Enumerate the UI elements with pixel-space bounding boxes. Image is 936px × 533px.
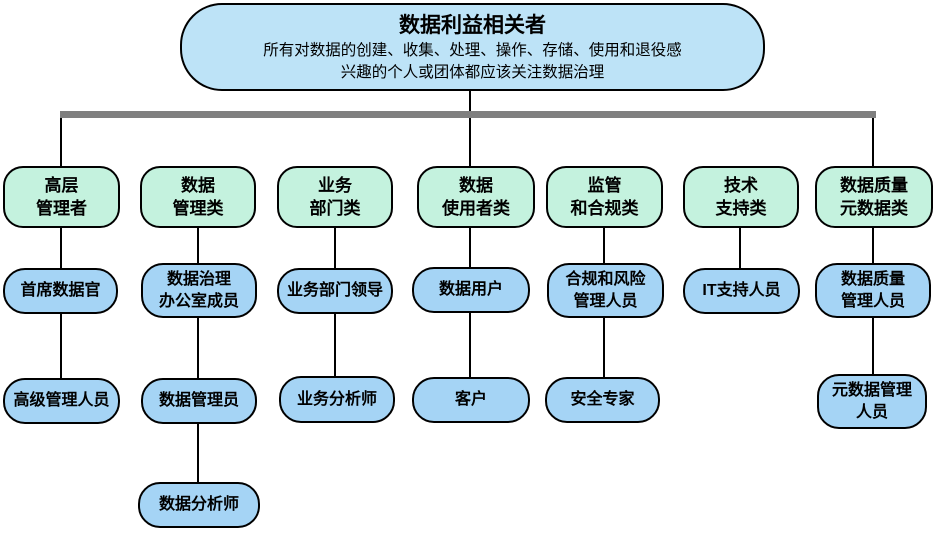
node-root-data-stakeholders: 数据利益相关者 所有对数据的创建、收集、处理、操作、存储、使用和退役感 兴趣的个… xyxy=(180,3,765,91)
role-label: 安全专家 xyxy=(570,391,635,408)
node-role-senior-managers: 高级管理人员 xyxy=(3,378,120,424)
node-category-data-users: 数据 使用者类 xyxy=(417,166,535,228)
diagram-title: 数据利益相关者 xyxy=(399,14,546,37)
connector-bar-to-data-users xyxy=(469,118,471,166)
connector-cdo-to-senior-managers xyxy=(60,314,62,378)
role-label: 首席数据官 xyxy=(20,282,101,299)
role-label: 数据管理员 xyxy=(158,392,239,409)
node-category-technical-support: 技术 支持类 xyxy=(683,166,799,228)
category-label: 高层 管理者 xyxy=(36,176,87,218)
node-category-regulation-compliance: 监管 和合规类 xyxy=(546,166,663,228)
node-category-business-units: 业务 部门类 xyxy=(277,166,393,228)
role-label: 合规和风险 管理人员 xyxy=(565,270,646,310)
category-label: 数据质量 元数据类 xyxy=(840,176,908,218)
node-role-it-support-staff: IT支持人员 xyxy=(683,268,800,314)
connector-data-stewards-to-data-analysts xyxy=(197,424,199,482)
node-role-data-analysts: 数据分析师 xyxy=(138,482,260,528)
role-label: 元数据管理 人员 xyxy=(831,381,912,421)
node-role-business-analysts: 业务分析师 xyxy=(279,376,395,423)
role-label: 业务部门领导 xyxy=(286,282,383,299)
connector-bar-to-data-quality xyxy=(872,118,874,166)
category-label: 数据 使用者类 xyxy=(442,176,510,218)
connector-dg-office-to-data-stewards xyxy=(197,318,199,378)
connector-quality-managers-to-metadata-managers xyxy=(872,318,874,374)
role-label: IT支持人员 xyxy=(702,282,781,299)
node-role-chief-data-officer: 首席数据官 xyxy=(3,268,118,314)
category-label: 监管 和合规类 xyxy=(570,176,639,218)
node-role-data-stewards: 数据管理员 xyxy=(141,378,257,424)
role-label: 业务分析师 xyxy=(296,390,377,408)
connector-compliance-to-risk-managers xyxy=(603,228,605,263)
category-label: 数据 管理类 xyxy=(172,176,224,218)
connector-tech-support-to-it-staff xyxy=(739,228,741,268)
node-role-data-quality-managers: 数据质量 管理人员 xyxy=(815,263,931,318)
role-label: 客户 xyxy=(454,391,487,408)
connector-data-users-to-data-user xyxy=(469,228,471,267)
node-role-compliance-risk-managers: 合规和风险 管理人员 xyxy=(547,263,664,318)
role-label: 数据质量 管理人员 xyxy=(840,270,905,310)
horizontal-bar xyxy=(60,111,876,118)
node-role-business-unit-leaders: 业务部门领导 xyxy=(277,268,393,314)
role-label: 数据用户 xyxy=(438,281,503,298)
node-role-dg-office-members: 数据治理 办公室成员 xyxy=(141,263,257,318)
category-label: 技术 支持类 xyxy=(715,176,767,218)
role-label: 数据治理 办公室成员 xyxy=(158,270,239,310)
node-category-executives: 高层 管理者 xyxy=(3,166,120,228)
node-role-data-user: 数据用户 xyxy=(412,267,530,313)
connector-business-units-to-leaders xyxy=(334,228,336,268)
role-label: 数据分析师 xyxy=(158,496,239,513)
category-label: 业务 部门类 xyxy=(309,176,361,218)
node-role-metadata-managers: 元数据管理 人员 xyxy=(817,374,927,429)
connector-root-to-bar xyxy=(469,90,471,112)
role-label: 高级管理人员 xyxy=(13,392,110,409)
diagram-subtitle: 所有对数据的创建、收集、处理、操作、存储、使用和退役感 兴趣的个人或团体都应该关… xyxy=(263,42,682,81)
connector-bar-to-executives xyxy=(60,118,62,166)
node-role-customers: 客户 xyxy=(412,377,530,423)
node-category-data-management: 数据 管理类 xyxy=(140,166,256,228)
connector-executives-to-cdo xyxy=(60,228,62,268)
connector-quality-to-quality-managers xyxy=(872,228,874,263)
connector-risk-managers-to-security-experts xyxy=(603,318,605,377)
node-category-data-quality-metadata: 数据质量 元数据类 xyxy=(815,166,933,228)
node-role-security-experts: 安全专家 xyxy=(545,377,660,423)
connector-data-management-to-dg-office xyxy=(197,228,199,263)
connector-leaders-to-business-analysts xyxy=(334,314,336,376)
connector-data-user-to-customers xyxy=(469,313,471,377)
